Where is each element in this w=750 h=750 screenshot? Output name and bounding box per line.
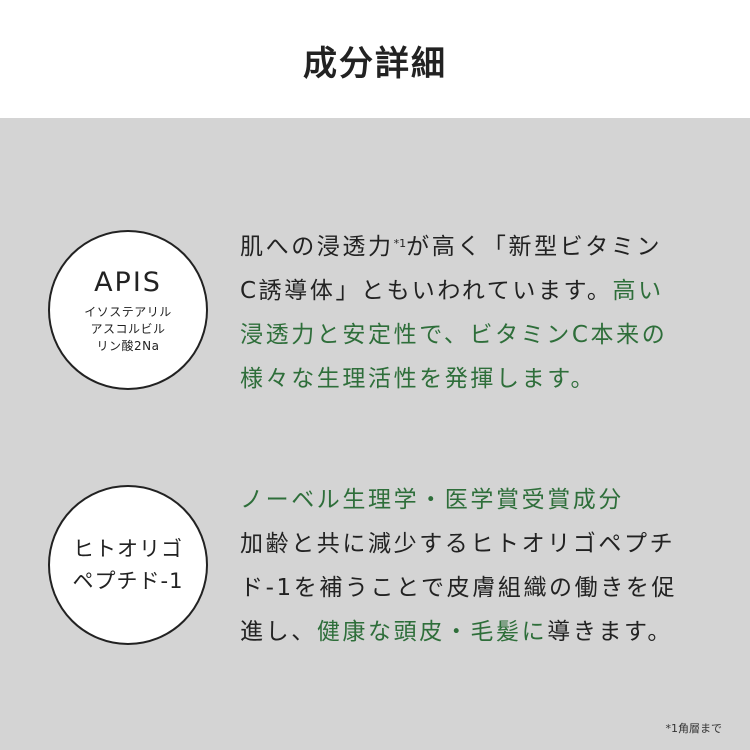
description-line: 進し、健康な頭皮・毛髪に導きます。	[240, 610, 720, 654]
ingredient-subname: イソステアリル アスコルビル リン酸2Na	[84, 304, 172, 355]
ingredient-name-line: ペプチド-1	[72, 569, 184, 593]
description-highlight: 様々な生理活性を発揮します。	[240, 366, 597, 392]
description-line: C誘導体」ともいわれています。高い	[240, 269, 720, 313]
header: 成分詳細	[0, 0, 750, 118]
description-highlight: ノーベル生理学・医学賞受賞成分	[240, 487, 624, 513]
page-title: 成分詳細	[303, 43, 447, 84]
description-line: 加齢と共に減少するヒトオリゴペプチ	[240, 531, 676, 557]
ingredient-description-apis: 肌への浸透力*1が高く「新型ビタミン C誘導体」ともいわれています。高い 浸透力…	[240, 225, 720, 401]
footnote: *1角層まで	[665, 722, 723, 735]
footnote-marker: *1	[393, 237, 407, 250]
ingredient-subname-line: リン酸2Na	[96, 339, 160, 353]
ingredient-subname-line: アスコルビル	[90, 322, 166, 336]
ingredient-name-line: ヒトオリゴ	[73, 537, 183, 561]
ingredient-panel	[0, 118, 750, 750]
ingredient-subname-line: イソステアリル	[84, 305, 172, 319]
description-text: が高く「新型ビタミン	[406, 234, 663, 260]
ingredient-description-human-oligopeptide: ノーベル生理学・医学賞受賞成分 加齢と共に減少するヒトオリゴペプチ ド-1を補う…	[240, 478, 720, 654]
description-highlight: 高い	[612, 278, 664, 304]
description-text: 導きます。	[547, 619, 673, 645]
description-highlight: 健康な頭皮・毛髪に	[316, 619, 548, 645]
description-text: 進し、	[240, 619, 317, 645]
description-line: ド-1を補うことで皮膚組織の働きを促	[240, 575, 678, 601]
description-line: 肌への浸透力*1が高く「新型ビタミン	[240, 225, 720, 269]
ingredient-badge-human-oligopeptide: ヒトオリゴ ペプチド-1	[48, 485, 208, 645]
description-text: C誘導体」ともいわれています。	[240, 278, 613, 304]
description-text: 肌への浸透力	[240, 234, 394, 260]
description-highlight: 浸透力と安定性で、ビタミンC本来の	[240, 322, 668, 348]
ingredient-name: APIS	[94, 267, 162, 298]
ingredient-badge-apis: APIS イソステアリル アスコルビル リン酸2Na	[48, 230, 208, 390]
